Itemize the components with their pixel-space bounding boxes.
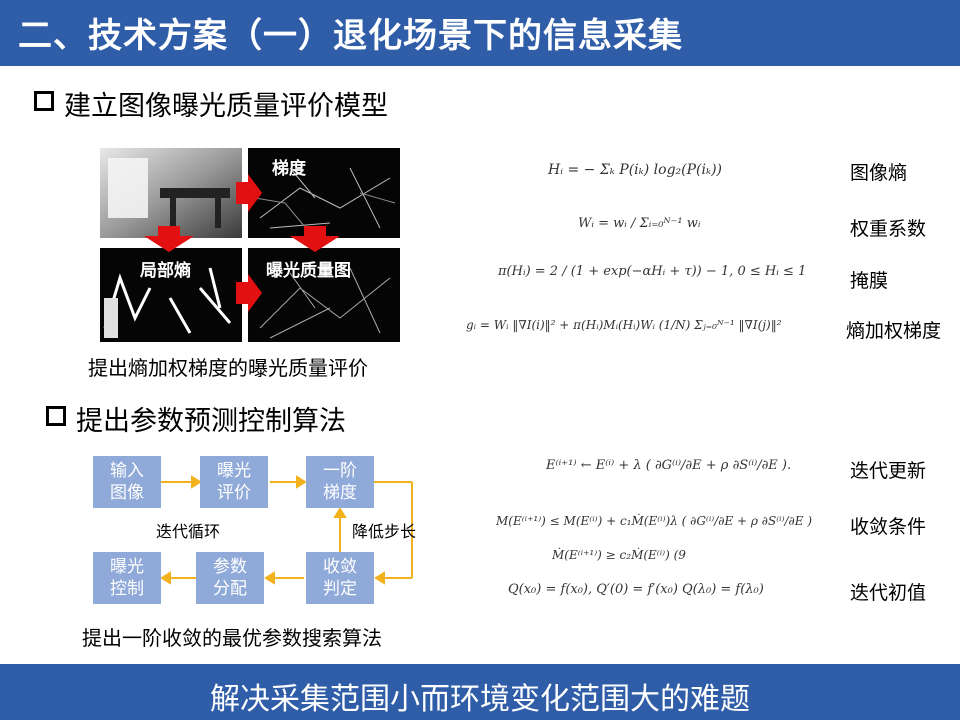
formula-iteration-initial: Q(x₀) = f(x₀), Q′(0) = f′(x₀) Q(λ₀) = f(… [508, 582, 764, 597]
exposure-map-image-tile [248, 248, 400, 342]
image-grid-graphic [100, 148, 400, 342]
flow-diagram-arrows [160, 475, 413, 585]
formula-label-entropy-weighted-gradient: 熵加权梯度 [846, 320, 942, 342]
formula-mask: π(Hᵢ) = 2 / (1 + exp(−αHᵢ + τ)) − 1, 0 ≤… [498, 264, 807, 279]
formula-label-mask: 掩膜 [850, 270, 889, 292]
footer-text: 解决采集范围小而环境变化范围大的难题 [210, 682, 750, 717]
flow-note-iteration-loop: 迭代循环 [156, 522, 221, 541]
formula-label-iteration-initial: 迭代初值 [850, 582, 927, 604]
formula-label-weight: 权重系数 [850, 218, 927, 240]
section2-heading: 提出参数预测控制算法 [76, 406, 346, 437]
red-arrow-icon [290, 226, 340, 252]
flow-box-input-image: 输入 图像 [93, 456, 161, 508]
red-arrow-icon [236, 274, 262, 312]
formula-iteration-update: E⁽ⁱ⁺¹⁾ ← E⁽ⁱ⁾ + λ ( ∂G⁽ⁱ⁾/∂E + ρ ∂S⁽ⁱ⁾/∂… [546, 458, 792, 473]
square-bullet-icon [46, 406, 66, 426]
section2-caption: 提出一阶收敛的最优参数搜索算法 [82, 626, 382, 650]
section1-heading: 建立图像曝光质量评价模型 [64, 91, 388, 122]
gradient-image-tile [248, 148, 400, 238]
formula-weight: Wᵢ = wᵢ / Σᵢ₌₀ᴺ⁻¹ wᵢ [578, 216, 701, 231]
formula-convergence-condition: M(E⁽ⁱ⁺¹⁾) ≤ M(E⁽ⁱ⁾) + c₁Ṁ(E⁽ⁱ⁾)λ ( ∂G⁽ⁱ⁾… [496, 514, 813, 528]
square-bullet-icon [34, 91, 54, 111]
flow-note-reduce-step: 降低步长 [352, 522, 417, 541]
title-bar [0, 0, 960, 66]
formula-label-iteration-update: 迭代更新 [850, 460, 927, 482]
flow-box-exposure-eval: 曝光 评价 [200, 456, 268, 508]
formula-entropy-weighted-gradient: gᵢ = Wᵢ ‖∇I(i)‖² + π(Hᵢ)Mᵢ(Hᵢ)Wᵢ (1/N) Σ… [466, 318, 782, 332]
local-entropy-tile-label: 局部熵 [140, 261, 191, 281]
flow-box-parameter-allocation: 参数 分配 [196, 552, 264, 604]
red-arrow-icon [236, 174, 262, 212]
formula-label-convergence-condition: 收敛条件 [850, 516, 927, 538]
exposure-image-grid [100, 148, 400, 342]
formula-label-image-entropy: 图像熵 [850, 162, 908, 184]
flow-box-exposure-control: 曝光 控制 [93, 552, 161, 604]
slide-title: 二、技术方案（一）退化场景下的信息采集 [18, 16, 683, 56]
formula-curvature-condition: Ṁ(E⁽ⁱ⁺¹⁾) ≥ c₂Ṁ(E⁽ⁱ⁾) (9 [552, 548, 686, 562]
footer-bar [0, 664, 960, 720]
local-entropy-image-tile [100, 248, 242, 342]
flow-box-convergence-check: 收敛 判定 [306, 552, 374, 604]
exposure-map-tile-label: 曝光质量图 [266, 261, 351, 281]
gradient-tile-label: 梯度 [272, 159, 306, 179]
red-arrow-icon [144, 226, 194, 252]
flow-box-first-order-gradient: 一阶 梯度 [306, 456, 374, 508]
formula-image-entropy: Hᵢ = − Σₖ P(iₖ) log₂(P(iₖ)) [548, 162, 723, 178]
section1-caption: 提出熵加权梯度的曝光质量评价 [88, 356, 368, 380]
